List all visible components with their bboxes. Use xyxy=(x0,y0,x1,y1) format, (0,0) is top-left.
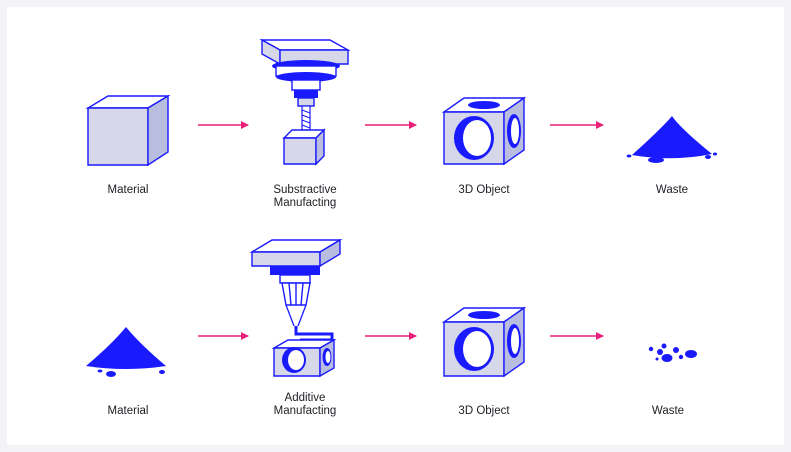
label-substractive-manufacturing: Substractive Manufacting xyxy=(273,184,337,209)
label-waste-1: Waste xyxy=(655,184,689,196)
label-3d-object-2: 3D Object xyxy=(458,405,510,417)
powder-pile-icon xyxy=(626,116,717,163)
scattered-dots-icon xyxy=(648,343,697,362)
hollow-cube-icon xyxy=(441,96,527,166)
3d-printer-icon xyxy=(249,238,343,378)
label-3d-object-1: 3D Object xyxy=(458,184,510,196)
diagram-card xyxy=(7,7,784,445)
hollow-cube-icon xyxy=(441,306,527,378)
cube-icon xyxy=(85,94,171,167)
powder-pile-icon xyxy=(86,327,166,377)
label-material-1: Material xyxy=(107,184,149,196)
label-additive-manufacturing: Additive Manufacting xyxy=(273,392,337,417)
label-material-2: Material xyxy=(107,405,149,417)
label-waste-2: Waste xyxy=(651,405,685,417)
milling-machine-icon xyxy=(259,38,351,166)
